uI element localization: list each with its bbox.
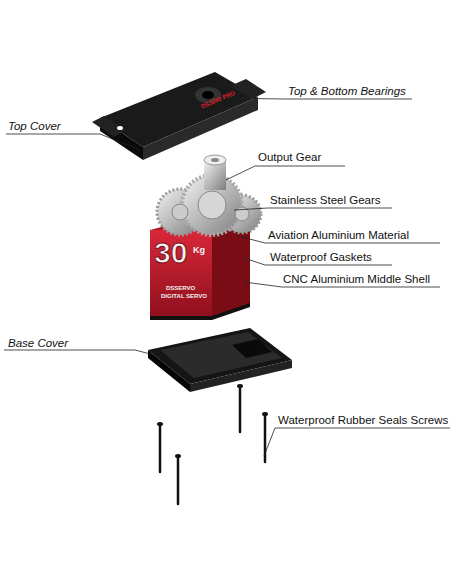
callout-label: Waterproof Gaskets [270, 251, 372, 264]
callout-label: Output Gear [258, 151, 321, 164]
callout-label: CNC Aluminium Middle Shell [283, 273, 430, 286]
callout-label: Top Cover [8, 120, 61, 133]
callout-label: Base Cover [8, 337, 68, 350]
callout-label: Top & Bottom Bearings [288, 85, 406, 98]
unit-text: Kg [193, 246, 205, 256]
torque-text: 30 [154, 238, 187, 268]
leader-lines [4, 98, 450, 456]
base-cover [148, 328, 292, 392]
callout-label: Aviation Aluminium Material [268, 229, 409, 242]
brand-text: DSSERVO [166, 285, 195, 292]
callout-label: Waterproof Rubber Seals Screws [278, 414, 448, 427]
screw-heads [157, 384, 268, 458]
callout-label: Stainless Steel Gears [270, 194, 381, 207]
middle-shell [150, 220, 250, 320]
product-text: DIGITAL SERVO [161, 293, 207, 300]
gear-train [157, 155, 261, 235]
screws [160, 386, 265, 504]
top-cover [92, 72, 266, 160]
